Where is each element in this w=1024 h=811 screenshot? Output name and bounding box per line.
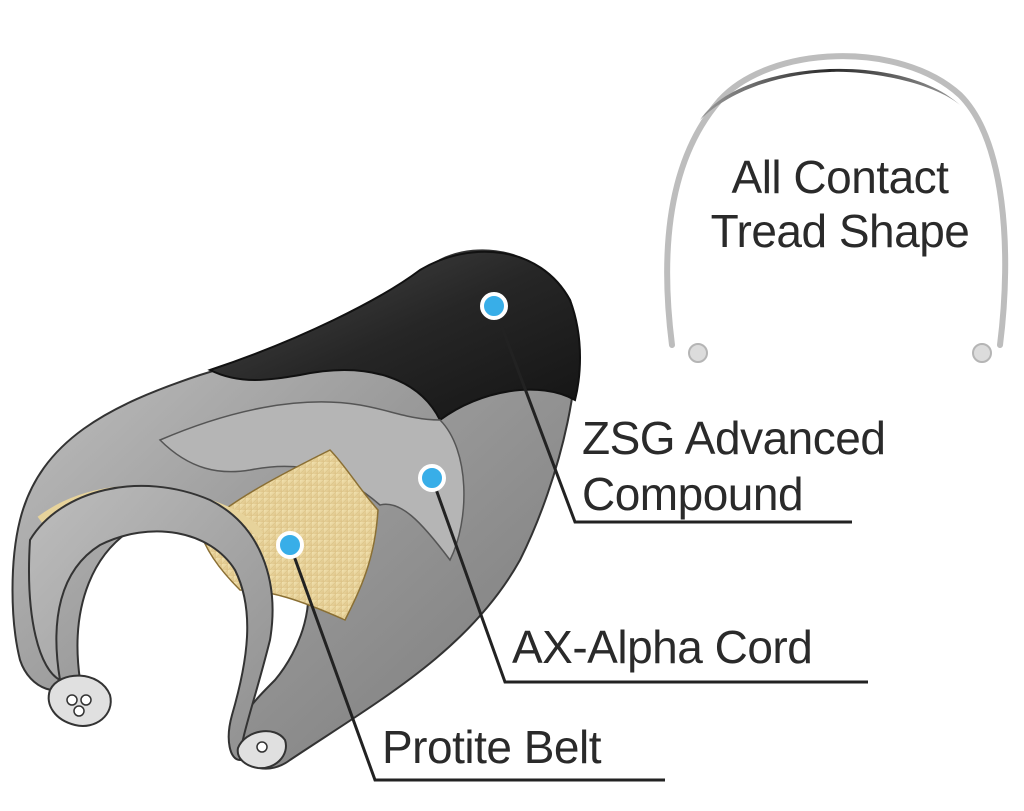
tread-shape-label: All Contact Tread Shape	[668, 150, 1012, 258]
zsg-label-line1: ZSG Advanced	[582, 412, 886, 464]
tread-shape-outline	[664, 53, 1009, 363]
marker-zsg	[480, 292, 508, 320]
bead-left	[47, 674, 112, 727]
marker-ax	[418, 464, 446, 492]
leader-ax	[430, 477, 868, 684]
ax-alpha-cord-label: AX-Alpha Cord	[512, 621, 813, 673]
bead-right	[236, 730, 287, 770]
tread-shape-line2: Tread Shape	[710, 205, 970, 257]
leader-protite	[288, 544, 665, 782]
leader-lines	[288, 305, 868, 782]
tread-shape-line1: All Contact	[731, 151, 949, 203]
zsg-label-line2: Compound	[582, 468, 804, 520]
marker-protite	[276, 531, 304, 559]
zsg-compound-label: ZSG Advanced Compound	[582, 410, 886, 522]
protite-belt-label: Protite Belt	[382, 721, 602, 773]
callout-markers	[276, 292, 508, 559]
tire-cutaway	[11, 249, 581, 770]
leader-zsg	[492, 305, 852, 524]
